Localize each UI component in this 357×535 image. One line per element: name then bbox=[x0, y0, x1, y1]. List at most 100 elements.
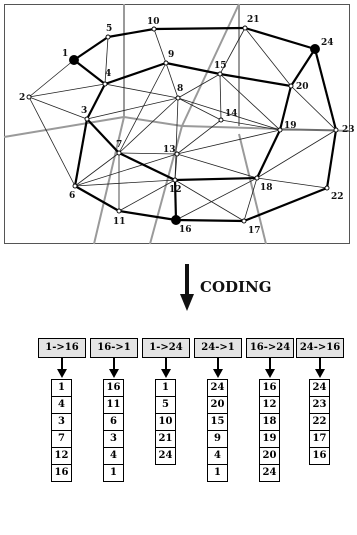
path-edge-21-24 bbox=[244, 26, 316, 51]
edge-5-4 bbox=[104, 36, 109, 85]
edge-7-13 bbox=[118, 152, 178, 155]
path-node-cell: 1 bbox=[207, 464, 228, 482]
node-label: 3 bbox=[81, 106, 87, 116]
node-label: 23 bbox=[342, 125, 355, 135]
node-label: 13 bbox=[163, 145, 176, 155]
edge-13-12 bbox=[174, 153, 178, 181]
node-21 bbox=[242, 25, 248, 31]
edge-7-6 bbox=[74, 152, 120, 187]
edge-16-18 bbox=[175, 177, 258, 221]
path-node-cell: 17 bbox=[309, 430, 330, 448]
node-label: 21 bbox=[247, 15, 260, 25]
node-6 bbox=[72, 183, 78, 189]
edge-8-3 bbox=[86, 97, 179, 120]
node-23 bbox=[333, 127, 339, 133]
path-edge-4-3 bbox=[86, 83, 106, 120]
path-edge-5-10 bbox=[107, 27, 155, 39]
edge-13-14 bbox=[176, 119, 222, 155]
down-arrow-icon bbox=[213, 358, 223, 378]
path-node-cell: 24 bbox=[207, 379, 228, 397]
path-edge-1-4 bbox=[73, 59, 106, 85]
edge-18-22 bbox=[256, 177, 328, 189]
region-boundary bbox=[93, 116, 125, 245]
edge-14-19 bbox=[220, 119, 281, 131]
path-node-cell: 19 bbox=[259, 430, 280, 448]
path-edge-18-19 bbox=[256, 129, 281, 179]
edge-2-4 bbox=[28, 83, 106, 98]
down-arrow-icon bbox=[109, 358, 119, 378]
path-node-cell: 10 bbox=[155, 413, 176, 431]
node-label: 14 bbox=[225, 109, 238, 119]
path-node-cell: 5 bbox=[155, 396, 176, 414]
path-edge-22-17 bbox=[243, 186, 328, 223]
node-label: 8 bbox=[177, 84, 183, 94]
node-label: 5 bbox=[106, 24, 112, 34]
path-edge-19-20 bbox=[278, 85, 293, 131]
path-edge-23-22 bbox=[325, 129, 338, 189]
node-13 bbox=[174, 151, 180, 157]
node-1 bbox=[69, 55, 79, 65]
node-2 bbox=[26, 94, 32, 100]
node-label: 15 bbox=[214, 61, 227, 71]
path-node-cell: 24 bbox=[309, 379, 330, 397]
edge-21-20 bbox=[244, 27, 292, 87]
node-label: 10 bbox=[147, 17, 160, 27]
path-node-cell: 4 bbox=[103, 447, 124, 465]
path-edge-1-5 bbox=[73, 36, 109, 61]
edge-18-17 bbox=[243, 177, 258, 222]
down-arrow-icon bbox=[180, 264, 194, 311]
node-label: 12 bbox=[169, 185, 182, 195]
node-11 bbox=[116, 208, 122, 214]
edge-12-11 bbox=[118, 179, 176, 212]
edge-4-8 bbox=[104, 83, 179, 99]
node-label: 22 bbox=[331, 192, 344, 202]
path-node-cell: 4 bbox=[207, 447, 228, 465]
path-edge-9-15 bbox=[165, 61, 221, 76]
node-22 bbox=[324, 185, 330, 191]
node-5 bbox=[105, 34, 111, 40]
path-node-cell: 16 bbox=[259, 379, 280, 397]
down-arrow-icon bbox=[315, 358, 325, 378]
path-node-cell: 3 bbox=[103, 430, 124, 448]
path-header: 24->1 bbox=[194, 338, 242, 358]
path-node-cell: 23 bbox=[309, 396, 330, 414]
path-header: 1->24 bbox=[142, 338, 190, 358]
path-edge-15-20 bbox=[219, 72, 292, 88]
edge-8-7 bbox=[118, 97, 179, 154]
edge-6-12 bbox=[74, 179, 176, 187]
path-edge-10-21 bbox=[153, 26, 246, 31]
path-node-cell: 12 bbox=[51, 447, 72, 465]
path-node-cell: 24 bbox=[259, 464, 280, 482]
edge-8-12 bbox=[174, 97, 179, 181]
node-label: 18 bbox=[260, 183, 273, 193]
edge-8-19 bbox=[177, 97, 281, 131]
path-node-cell: 16 bbox=[51, 464, 72, 482]
path-edge-12-18 bbox=[174, 176, 258, 182]
path-edge-7-12 bbox=[118, 152, 176, 181]
path-node-cell: 7 bbox=[51, 430, 72, 448]
path-header: 24->16 bbox=[296, 338, 344, 358]
node-14 bbox=[218, 117, 224, 123]
node-label: 1 bbox=[62, 49, 68, 59]
path-node-cell: 1 bbox=[103, 464, 124, 482]
path-edge-3-7 bbox=[86, 118, 120, 154]
node-7 bbox=[116, 150, 122, 156]
node-label: 19 bbox=[284, 121, 297, 131]
node-label: 2 bbox=[19, 93, 25, 103]
path-node-cell: 12 bbox=[259, 396, 280, 414]
down-arrow-icon bbox=[161, 358, 171, 378]
coding-label: CODING bbox=[200, 278, 272, 296]
node-3 bbox=[84, 116, 90, 122]
node-label: 11 bbox=[113, 217, 126, 227]
path-node-cell: 9 bbox=[207, 430, 228, 448]
node-label: 6 bbox=[69, 191, 75, 201]
node-20 bbox=[288, 83, 294, 89]
path-node-cell: 1 bbox=[155, 379, 176, 397]
path-header: 1->16 bbox=[38, 338, 86, 358]
coding-step: CODING bbox=[176, 264, 316, 312]
